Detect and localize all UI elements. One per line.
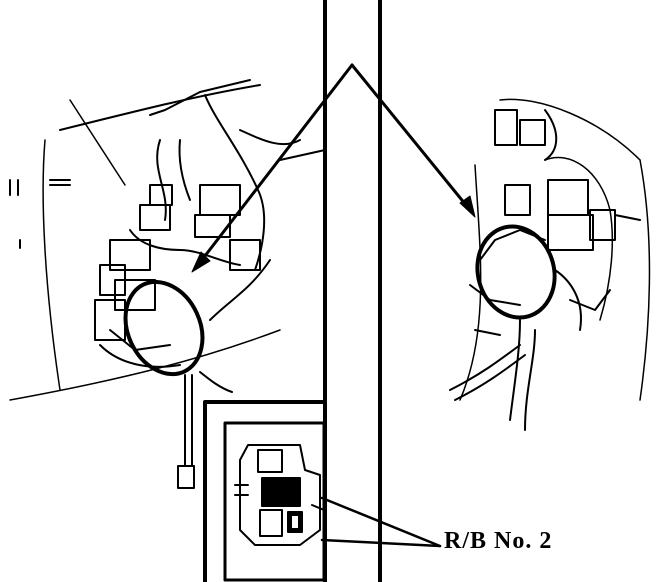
right-engine-view: [449, 98, 651, 431]
callout-line-upper: [320, 496, 442, 548]
pointer-arrow-left: [196, 63, 354, 267]
arrowhead-left: [191, 251, 211, 273]
callout-line-lower: [320, 538, 442, 548]
left-engine-view: [9, 79, 326, 489]
arrowhead-right: [459, 195, 476, 218]
left-highlight-circle: [123, 279, 205, 377]
relay-block-drawing: [234, 444, 325, 546]
inset-box: [223, 421, 326, 582]
pointer-arrow-right: [350, 63, 472, 212]
relay-block-label: R/B No. 2: [444, 528, 553, 554]
right-highlight-circle: [475, 224, 557, 320]
